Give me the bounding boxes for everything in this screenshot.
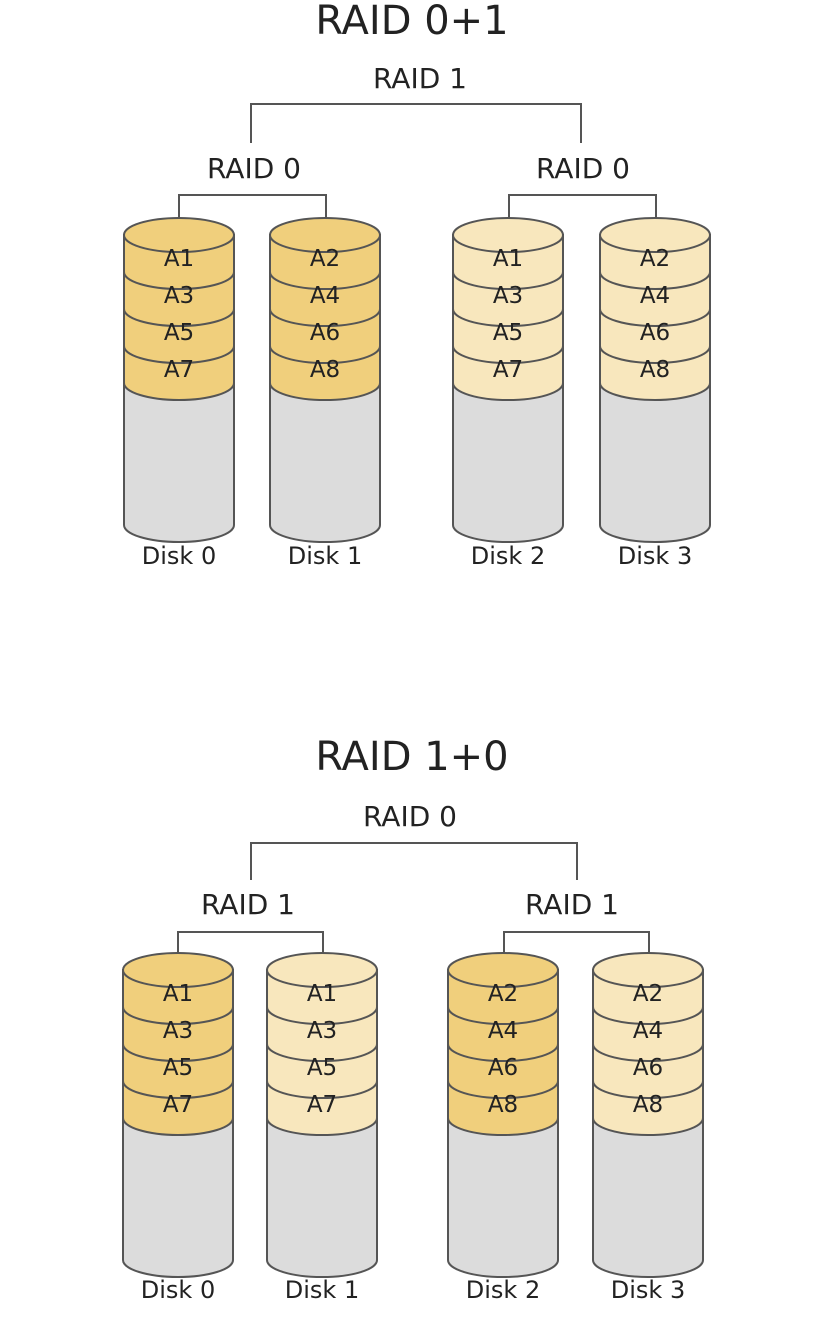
- block-label: A8: [488, 1092, 518, 1118]
- block-label: A1: [164, 246, 194, 272]
- block-label: A6: [310, 320, 340, 346]
- disk-label: Disk 0: [142, 542, 216, 570]
- block-label: A2: [640, 246, 670, 272]
- block-label: A7: [164, 357, 194, 383]
- block-label: A6: [633, 1055, 663, 1081]
- disk-label: Disk 3: [618, 542, 692, 570]
- block-label: A2: [633, 981, 663, 1007]
- block-label: A2: [488, 981, 518, 1007]
- block-label: A8: [633, 1092, 663, 1118]
- block-label: A1: [493, 246, 523, 272]
- block-label: A2: [310, 246, 340, 272]
- block-label: A5: [493, 320, 523, 346]
- raid01-right-sub-label: RAID 0: [536, 152, 630, 185]
- block-label: A3: [163, 1018, 193, 1044]
- disk-label: Disk 0: [141, 1276, 215, 1304]
- disk-label: Disk 3: [611, 1276, 685, 1304]
- disk-top-cap: [269, 217, 381, 253]
- raid01-section: RAID 0+1 RAID 1 RAID 0 RAID 0 A1A3A5A7Di…: [123, 0, 711, 570]
- disk-top-cap: [447, 952, 559, 988]
- raid10-right-bracket: [503, 931, 650, 968]
- block-label: A5: [163, 1055, 193, 1081]
- raid01-top-level-label: RAID 1: [373, 62, 467, 95]
- block-label: A1: [163, 981, 193, 1007]
- block-label: A8: [310, 357, 340, 383]
- disk-label: Disk 1: [285, 1276, 359, 1304]
- raid10-top-level-label: RAID 0: [363, 800, 457, 833]
- disk-label: Disk 2: [466, 1276, 540, 1304]
- disk-label: Disk 2: [471, 542, 545, 570]
- block-label: A7: [163, 1092, 193, 1118]
- block-label: A4: [488, 1018, 518, 1044]
- raid10-right-sub-label: RAID 1: [525, 888, 619, 921]
- block-label: A7: [493, 357, 523, 383]
- raid01-title: RAID 0+1: [315, 0, 508, 44]
- raid01-top-bracket: [250, 103, 582, 143]
- block-label: A8: [640, 357, 670, 383]
- raid10-left-bracket: [177, 931, 324, 968]
- disk-top-cap: [122, 952, 234, 988]
- disk-top-cap: [599, 217, 711, 253]
- raid10-title: RAID 1+0: [315, 734, 508, 780]
- block-label: A5: [164, 320, 194, 346]
- raid01-left-bracket: [178, 194, 327, 232]
- block-label: A1: [307, 981, 337, 1007]
- raid01-right-bracket: [508, 194, 657, 232]
- disk-top-cap: [452, 217, 564, 253]
- block-label: A3: [493, 283, 523, 309]
- raid01-left-sub-label: RAID 0: [207, 152, 301, 185]
- block-label: A4: [640, 283, 670, 309]
- block-label: A4: [310, 283, 340, 309]
- disk-top-cap: [123, 217, 235, 253]
- block-label: A3: [307, 1018, 337, 1044]
- disk-top-cap: [266, 952, 378, 988]
- raid10-left-sub-label: RAID 1: [201, 888, 295, 921]
- disk-label: Disk 1: [288, 542, 362, 570]
- raid10-top-bracket: [250, 842, 578, 880]
- block-label: A6: [488, 1055, 518, 1081]
- block-label: A3: [164, 283, 194, 309]
- block-label: A6: [640, 320, 670, 346]
- disk-top-cap: [592, 952, 704, 988]
- block-label: A4: [633, 1018, 663, 1044]
- block-label: A5: [307, 1055, 337, 1081]
- raid10-section: RAID 1+0 RAID 0 RAID 1 RAID 1 A1A3A5A7Di…: [122, 734, 704, 1304]
- block-label: A7: [307, 1092, 337, 1118]
